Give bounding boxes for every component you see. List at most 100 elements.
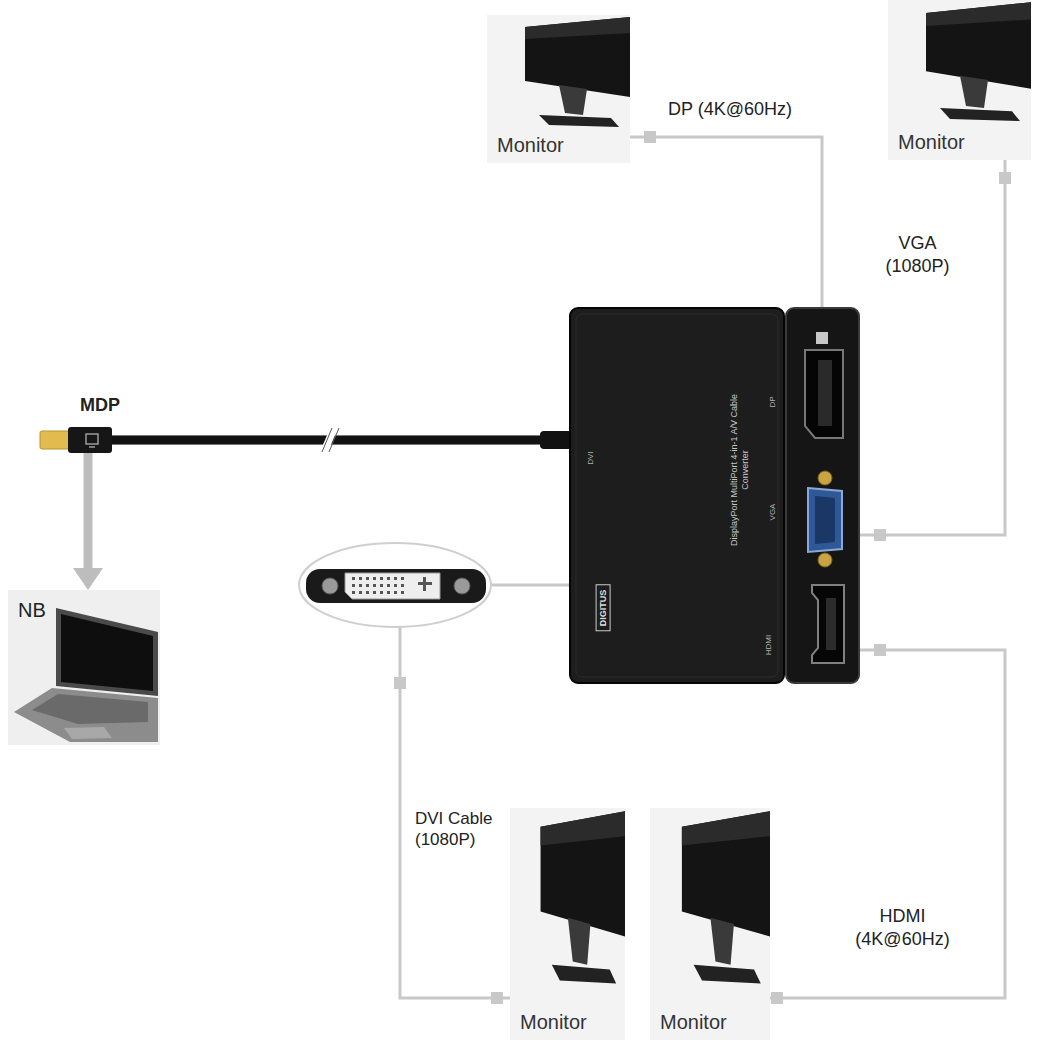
- monitor-part: [650, 808, 770, 1040]
- dvi-callout: [387, 584, 390, 587]
- connector: [770, 650, 1005, 998]
- hdmi-port: [826, 598, 836, 650]
- dvi-callout: [373, 584, 376, 587]
- end-marker: [644, 131, 656, 143]
- connector-line: [630, 137, 822, 308]
- dvi-callout: [359, 584, 362, 587]
- monitor-part: [710, 918, 733, 965]
- end-marker: [394, 677, 406, 689]
- dvi-callout: [401, 591, 404, 594]
- end-marker: [394, 131, 1011, 1004]
- monitor-part: [541, 811, 625, 845]
- dvi-callout: [352, 584, 355, 587]
- vga-port: [818, 471, 832, 485]
- monitor-part: [552, 965, 616, 984]
- dvi-callout: [423, 577, 426, 591]
- vga-port: [818, 553, 832, 567]
- mdp-plug: [89, 446, 95, 447]
- monitor-part: [926, 2, 1031, 26]
- laptop-part: [56, 608, 158, 696]
- monitor-part: [525, 17, 630, 39]
- monitor-part: [940, 108, 1020, 121]
- node-label: Monitor: [898, 130, 965, 154]
- connection-label: MDP: [80, 394, 120, 417]
- monitor-picture: [510, 808, 625, 1040]
- dvi-callout: [366, 584, 369, 587]
- monitor-picture: [650, 808, 770, 1040]
- vga-port: [815, 496, 835, 544]
- cable: [320, 428, 338, 452]
- mdp-plug: [40, 431, 70, 449]
- laptop-part: [14, 688, 158, 742]
- port-name: VGA: [768, 504, 777, 521]
- monitor-part: [960, 76, 988, 108]
- dvi-callout: [306, 569, 486, 603]
- connector-line: [88, 440, 570, 568]
- dp-port: [805, 350, 843, 438]
- node-label: Monitor: [660, 1010, 727, 1034]
- end-marker: [874, 529, 886, 541]
- laptop-part: [8, 590, 160, 745]
- dvi-callout: [387, 591, 390, 594]
- connection-label: HDMI (4K@60Hz): [840, 905, 965, 950]
- end-marker: [491, 992, 503, 1004]
- port-name: DVI: [586, 451, 595, 464]
- adapter-body: [570, 308, 784, 683]
- dp-port: [818, 360, 832, 426]
- dvi-callout: [373, 591, 376, 594]
- laptop-part: [64, 727, 112, 739]
- arrow-head: [73, 568, 103, 590]
- adapter-box: DisplayPort MultiPort 4-in-1 A/V Cable C…: [570, 308, 860, 683]
- dvi-callout: [380, 584, 383, 587]
- adapter-body: [576, 314, 778, 677]
- hdmi-port: [812, 585, 844, 663]
- connector: [630, 137, 822, 308]
- dvi-callout: [387, 577, 390, 580]
- monitor-part: [694, 965, 761, 984]
- dvi-callout: [380, 591, 383, 594]
- dp-port: [805, 350, 843, 438]
- mdp-plug: [40, 427, 112, 453]
- vga-port: [808, 488, 842, 552]
- monitor-part: [559, 85, 587, 115]
- end-marker: [874, 644, 886, 656]
- dvi-callout: [401, 577, 404, 580]
- laptop-box: NB: [8, 590, 160, 745]
- dvi-callout: [394, 591, 397, 594]
- mdp-plug: [68, 427, 112, 453]
- monitor-part: [888, 0, 1031, 160]
- connector-line: [860, 160, 1005, 535]
- dvi-callout: [401, 584, 404, 587]
- monitor-box: Monitor: [888, 0, 1031, 160]
- mdp-plug: [86, 434, 98, 444]
- monitor-box: Monitor: [650, 808, 770, 1040]
- monitor-part: [525, 17, 630, 97]
- monitor-part: [539, 115, 619, 127]
- dvi-callout: [394, 584, 397, 587]
- laptop-part: [32, 694, 148, 724]
- brand-mark: DIGITUS: [596, 585, 611, 632]
- dvi-callout: [359, 577, 362, 580]
- end-marker: [816, 332, 828, 344]
- adapter-body: [786, 308, 859, 683]
- node-label: Monitor: [520, 1010, 587, 1034]
- monitor-box: Monitor: [510, 808, 625, 1040]
- dvi-callout: [322, 578, 338, 594]
- node-label: NB: [18, 598, 46, 622]
- end-marker: [999, 172, 1011, 184]
- dvi-callout: [352, 577, 355, 580]
- dvi-callout: [359, 591, 362, 594]
- connector: [860, 160, 1005, 535]
- end-marker: [771, 992, 783, 1004]
- monitor-part: [487, 15, 630, 163]
- port-name: HDMI: [764, 635, 773, 655]
- dvi-callout: [345, 573, 440, 599]
- vga-port: [808, 471, 842, 567]
- connector-line: [770, 650, 1005, 998]
- dvi-callout: [380, 577, 383, 580]
- monitor-part: [682, 811, 770, 845]
- hdmi-port: [812, 585, 844, 663]
- cable: [329, 428, 339, 452]
